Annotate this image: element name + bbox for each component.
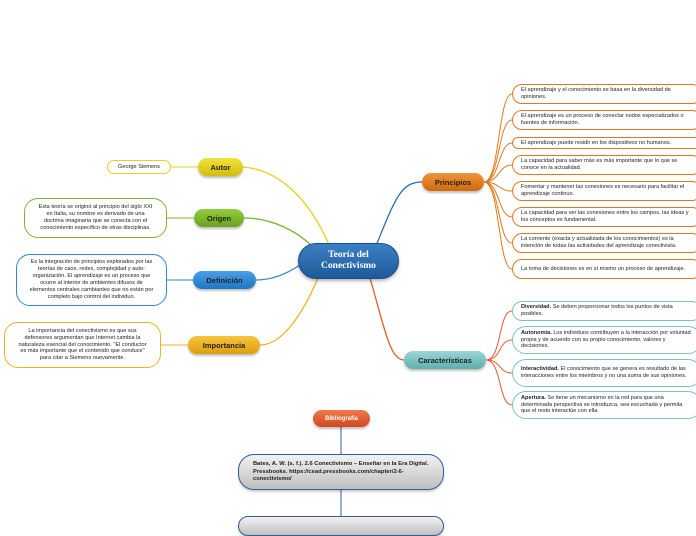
branch-bibliografia-label: Bibliografía bbox=[324, 415, 358, 422]
caracteristica-key: Diversidad. bbox=[521, 304, 552, 311]
importancia-detail-text: La importancia del conectivismo es que s… bbox=[18, 327, 147, 362]
definicion-detail-text: Es la integración de principios explorad… bbox=[29, 259, 154, 300]
principio-item-text: La corriente (exacta y actualizada de lo… bbox=[521, 236, 677, 249]
definicion-detail[interactable]: Es la integración de principios explorad… bbox=[16, 254, 167, 306]
branch-autor-label: Autor bbox=[210, 162, 231, 172]
principio-item[interactable]: La capacidad para ver las conexiones ent… bbox=[512, 207, 696, 227]
principio-item[interactable]: El aprendizaje es un proceso de conectar… bbox=[512, 110, 696, 130]
branch-definicion[interactable]: Definición bbox=[193, 271, 256, 289]
branch-bibliografia[interactable]: Bibliografía bbox=[313, 410, 370, 427]
principio-item[interactable]: La corriente (exacta y actualizada de lo… bbox=[512, 233, 696, 253]
origen-detail-text: Esta teoría se originó al principio del … bbox=[38, 204, 153, 231]
caracteristica-key: Interactividad. bbox=[521, 366, 559, 373]
branch-autor[interactable]: Autor bbox=[198, 158, 243, 176]
branch-definicion-label: Definición bbox=[206, 275, 243, 285]
bibliografia-entry[interactable]: Bates, A. W. (s. f.). 2.6 Conectivismo –… bbox=[238, 454, 444, 490]
branch-importancia[interactable]: Importancia bbox=[188, 336, 260, 354]
caracteristica-text: Se deben proporcionar todos los puntos d… bbox=[521, 304, 673, 317]
principio-item[interactable]: La toma de decisiones es en sí mismo un … bbox=[512, 259, 696, 279]
caracteristica-text: El conocimiento que se genera es resulta… bbox=[521, 366, 687, 379]
bibliografia-entry-partial bbox=[238, 516, 444, 536]
origen-detail[interactable]: Esta teoría se originó al principio del … bbox=[24, 198, 167, 238]
branch-principios-label: Principios bbox=[434, 177, 472, 187]
caracteristica-item[interactable]: Interactividad. El conocimiento que se g… bbox=[512, 359, 696, 387]
central-topic-line2: Conectivismo bbox=[321, 261, 376, 271]
principio-item-text: El aprendizaje puede residir en los disp… bbox=[521, 139, 672, 146]
central-topic[interactable]: Teoría del Conectivismo bbox=[298, 243, 399, 279]
principio-item-text: El aprendizaje y el conocimiento se basa… bbox=[521, 87, 671, 100]
principio-item[interactable]: La capacidad para saber más es más impor… bbox=[512, 155, 696, 175]
principio-item[interactable]: El aprendizaje puede residir en los disp… bbox=[512, 137, 696, 149]
branch-origen[interactable]: Origen bbox=[194, 209, 244, 227]
caracteristica-text: Los individuos contribuyen a la interacc… bbox=[521, 329, 691, 350]
principio-item-text: Fomentar y mantener las conexiones es ne… bbox=[521, 184, 685, 197]
principio-item[interactable]: Fomentar y mantener las conexiones es ne… bbox=[512, 181, 696, 201]
caracteristica-key: Apertura. bbox=[521, 394, 546, 401]
branch-caracteristicas-label: Características bbox=[418, 355, 472, 365]
branch-caracteristicas[interactable]: Características bbox=[404, 351, 486, 369]
autor-detail[interactable]: George Siemens bbox=[107, 160, 171, 174]
caracteristica-key: Autonomía. bbox=[521, 329, 552, 336]
principio-item-text: La capacidad para saber más es más impor… bbox=[521, 158, 678, 171]
caracteristica-text: Se tiene un mecanismo en la red para que… bbox=[521, 394, 683, 415]
connector-lines bbox=[161, 93, 513, 518]
principio-item[interactable]: El aprendizaje y el conocimiento se basa… bbox=[512, 84, 696, 104]
branch-principios[interactable]: Principios bbox=[422, 173, 484, 191]
autor-detail-text: George Siemens bbox=[118, 163, 160, 170]
importancia-detail[interactable]: La importancia del conectivismo es que s… bbox=[4, 322, 161, 368]
principio-item-text: La toma de decisiones es en sí mismo un … bbox=[521, 265, 686, 272]
principio-item-text: La capacidad para ver las conexiones ent… bbox=[521, 210, 689, 223]
caracteristica-item[interactable]: Diversidad. Se deben proporcionar todos … bbox=[512, 301, 696, 321]
bibliografia-entry-text: Bates, A. W. (s. f.). 2.6 Conectivismo –… bbox=[253, 461, 429, 483]
caracteristica-item[interactable]: Apertura. Se tiene un mecanismo en la re… bbox=[512, 391, 696, 419]
branch-origen-label: Origen bbox=[206, 213, 232, 223]
branch-importancia-label: Importancia bbox=[202, 340, 246, 350]
principio-item-text: El aprendizaje es un proceso de conectar… bbox=[521, 113, 684, 126]
caracteristica-item[interactable]: Autonomía. Los individuos contribuyen a … bbox=[512, 326, 696, 354]
central-topic-line1: Teoría del bbox=[328, 249, 369, 260]
